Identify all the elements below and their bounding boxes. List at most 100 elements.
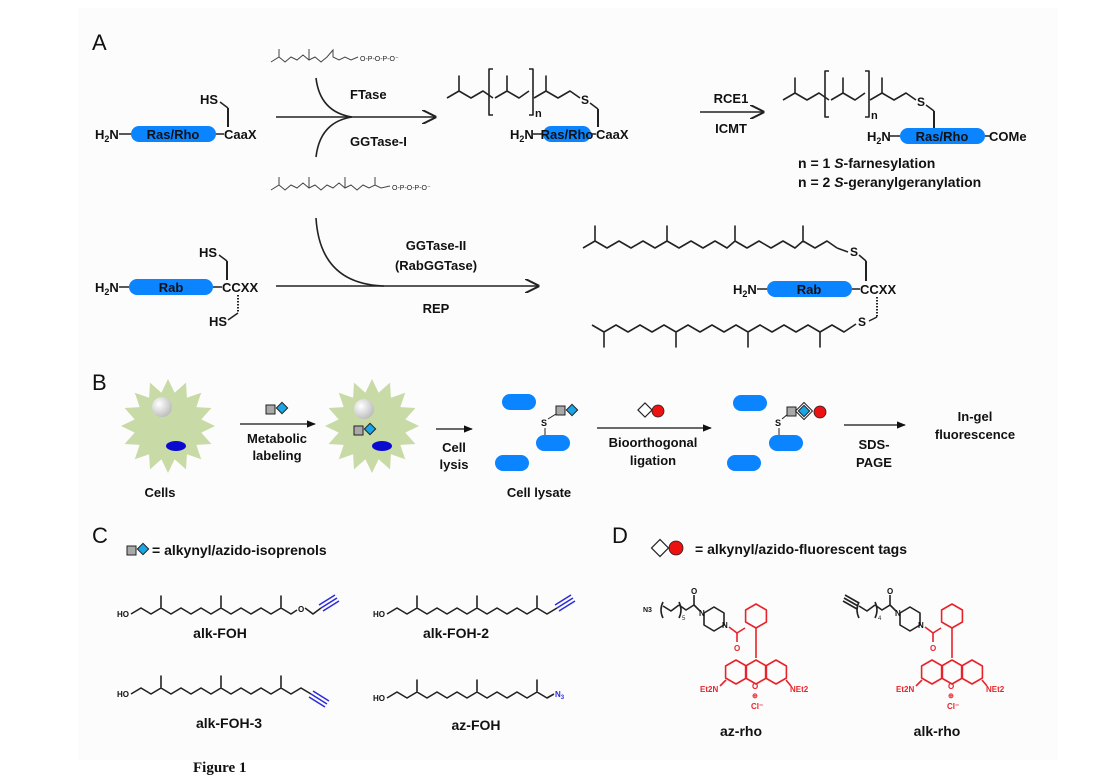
icmt-label: ICMT: [715, 121, 747, 136]
in-gel-label-2: fluorescence: [935, 427, 1015, 442]
sulfur-label: S: [775, 418, 781, 428]
az-rho-name: az-rho: [720, 723, 762, 739]
sulfur-label: S: [581, 93, 589, 107]
fluorophore-circle: [651, 404, 665, 418]
metabolic-label-2: labeling: [252, 448, 301, 463]
svg-text:NEt2: NEt2: [986, 685, 1005, 694]
sulfur-label: S: [541, 418, 547, 428]
svg-text:N: N: [895, 609, 901, 618]
isoprenol-diamond: [363, 422, 377, 436]
alk-foh-2-name: alk-FOH-2: [423, 625, 489, 641]
svg-text:⊕: ⊕: [752, 693, 758, 700]
panel-c-legend: = alkynyl/azido-isoprenols: [152, 542, 327, 558]
svg-text:4: 4: [878, 616, 882, 622]
cell-labeled: [325, 379, 419, 473]
cell-lysate-proteins: S: [495, 394, 579, 471]
svg-text:NEt2: NEt2: [790, 685, 809, 694]
panel-b-label: B: [92, 370, 107, 395]
processing-arrow: RCE1 ICMT: [700, 91, 763, 136]
protein-blob: [495, 455, 529, 471]
svg-text:O: O: [734, 644, 740, 653]
fluorophore-circle-icon: [668, 540, 684, 556]
svg-text:O: O: [752, 682, 758, 691]
ggtase1-label: GGTase-I: [350, 134, 407, 149]
protein-blob: [733, 395, 767, 411]
ligation-label-1: Bioorthogonal: [609, 435, 698, 450]
ccxx-motif: CCXX: [222, 280, 258, 295]
alk-foh-2-structure: HO: [373, 594, 576, 619]
metabolic-labeling-arrow: Metabolic labeling: [240, 401, 316, 463]
protein-pill: [131, 126, 216, 142]
ligation-label-2: ligation: [630, 453, 676, 468]
svg-text:HO: HO: [117, 690, 129, 699]
n-subscript: n: [535, 108, 542, 120]
alk-foh-name: alk-FOH: [193, 625, 247, 641]
protein-label: Rab: [797, 282, 822, 297]
svg-text:O: O: [930, 644, 936, 653]
alk-rho-name: alk-rho: [914, 723, 961, 739]
prenylated-rasrho: n S H2N Ras/Rho CaaX: [446, 68, 629, 144]
svg-text:O: O: [948, 682, 954, 691]
legend-geranylgeranylation: n = 2 S-geranylgeranylation: [798, 174, 981, 190]
nucleus: [372, 441, 392, 451]
n-terminus: H2N: [510, 127, 534, 144]
thiol-label: HS: [200, 92, 218, 107]
come-motif: COMe: [989, 129, 1027, 144]
cell-lysis-arrow: Cell lysis: [436, 425, 473, 472]
legend-farnesylation: n = 1 S-farnesylation: [798, 155, 935, 171]
lysis-label-1: Cell: [442, 440, 466, 455]
tag-diamond: [637, 402, 653, 418]
rab-prenylation-arrow: GGTase-II (RabGGTase) REP: [276, 217, 538, 316]
isoprenol-square: [265, 404, 276, 415]
methylated-rasrho: n S H2N Ras/Rho COMe: [782, 70, 1027, 146]
protein-label: Rab: [159, 280, 184, 295]
sds-page-arrow: SDS- PAGE: [844, 421, 906, 470]
in-gel-label-1: In-gel: [958, 409, 993, 424]
isoprenol-square: [353, 425, 364, 436]
azide-label: N3: [643, 607, 652, 614]
cell-body: [121, 379, 215, 473]
sulfur-label: S: [917, 95, 925, 109]
azide-label: N3: [555, 690, 565, 701]
alk-foh-3-structure: HO: [117, 675, 330, 708]
az-foh-structure: HO N3: [373, 679, 565, 703]
svg-text:O: O: [887, 587, 893, 596]
diphosphate-label: O-P-O-P-O⁻: [360, 56, 399, 63]
ggtase2-label: GGTase-II: [406, 238, 466, 253]
svg-text:HO: HO: [373, 610, 385, 619]
sulfur-top: S: [850, 245, 858, 259]
figure-caption: Figure 1: [193, 760, 247, 776]
isoprenol-square-icon: [126, 545, 137, 556]
svg-text:5: 5: [682, 616, 686, 622]
lysis-label-2: lysis: [440, 457, 469, 472]
protein-blob: [536, 435, 570, 451]
nucleus: [166, 441, 186, 451]
vacuole: [152, 397, 172, 417]
panel-c-label: C: [92, 523, 108, 548]
fpp-structure: O-P-O-P-O⁻: [270, 48, 399, 63]
thiol-bottom: HS: [209, 314, 227, 329]
n-terminus: H2N: [95, 280, 119, 297]
isoprenol-diamond: [275, 401, 289, 415]
n-subscript: n: [871, 110, 878, 122]
alk-foh-structure: HO O: [117, 594, 340, 619]
svg-text:Cl⁻: Cl⁻: [947, 702, 959, 711]
protein-label: Ras/Rho: [147, 127, 200, 142]
svg-text:N: N: [699, 609, 705, 618]
sds-label-2: PAGE: [856, 455, 892, 470]
cell-unlabeled: [121, 379, 215, 473]
prenylation-arrow: FTase GGTase-I: [276, 77, 435, 158]
ggpp-structure: O-P-O-P-O⁻: [270, 177, 431, 192]
thiol-top: HS: [199, 245, 217, 260]
rab-substrate: H2N Rab CCXX HS HS: [95, 245, 258, 329]
rabggtase-label: (RabGGTase): [395, 258, 477, 273]
cells-caption: Cells: [144, 485, 175, 500]
protein-label: Ras/Rho: [541, 127, 594, 142]
rce1-label: RCE1: [714, 91, 749, 106]
rasrho-substrate: H2N Ras/Rho CaaX HS: [95, 92, 257, 144]
svg-text:Et2N: Et2N: [700, 685, 718, 694]
protein-blob: [769, 435, 803, 451]
bioorthogonal-ligation-arrow: Bioorthogonal ligation: [597, 402, 712, 468]
